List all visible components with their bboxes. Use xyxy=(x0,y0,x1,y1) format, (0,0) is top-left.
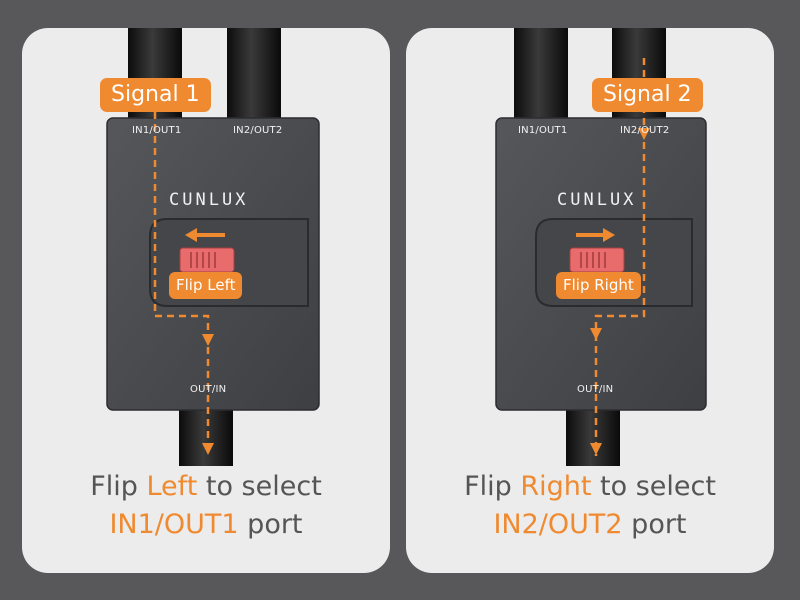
port-label-in1: IN1/OUT1 xyxy=(518,125,568,136)
switch-device-illustration xyxy=(106,28,320,466)
caption-line-2: IN2/OUT2 port xyxy=(406,506,774,544)
panel-flip-left: Signal 1 IN1/OUT1 IN2/OUT2 CUNLUX Flip L… xyxy=(22,28,390,573)
caption-text: Flip xyxy=(464,471,521,502)
switch-knob xyxy=(179,247,235,273)
cable-out xyxy=(566,406,620,466)
cable-in1 xyxy=(514,28,568,120)
caption-text: to select xyxy=(197,471,322,502)
port-label-in2: IN2/OUT2 xyxy=(233,125,283,136)
signal-2-label: Signal 2 xyxy=(592,78,703,112)
caption-line-1: Flip Right to select xyxy=(406,468,774,506)
caption-highlight-direction: Right xyxy=(520,471,592,502)
cable-in2 xyxy=(227,28,281,120)
caption-highlight-direction: Left xyxy=(146,471,198,502)
signal-path xyxy=(153,88,210,446)
caption-highlight-port: IN2/OUT2 xyxy=(493,509,623,540)
port-label-out: OUT/IN xyxy=(190,384,227,395)
brand-logo: CUNLUX xyxy=(557,190,637,210)
caption-highlight-port: IN1/OUT1 xyxy=(109,509,239,540)
signal-1-label: Signal 1 xyxy=(100,78,211,112)
caption-line-1: Flip Left to select xyxy=(22,468,390,506)
switch-device-illustration xyxy=(495,28,707,466)
flip-right-label: Flip Right xyxy=(556,272,641,299)
caption-text: Flip xyxy=(90,471,147,502)
port-label-in2: IN2/OUT2 xyxy=(620,125,670,136)
switch-knob xyxy=(569,247,625,273)
port-label-in1: IN1/OUT1 xyxy=(132,125,182,136)
caption-text: port xyxy=(238,509,303,540)
panel-flip-right: Signal 2 IN1/OUT1 IN2/OUT2 CUNLUX Flip R… xyxy=(406,28,774,573)
caption-line-2: IN1/OUT1 port xyxy=(22,506,390,544)
signal-path xyxy=(594,58,646,456)
caption-text: to select xyxy=(591,471,716,502)
port-label-out: OUT/IN xyxy=(577,384,614,395)
brand-logo: CUNLUX xyxy=(169,190,249,210)
caption-text: port xyxy=(622,509,687,540)
cable-out xyxy=(179,406,233,466)
flip-left-label: Flip Left xyxy=(169,272,243,299)
